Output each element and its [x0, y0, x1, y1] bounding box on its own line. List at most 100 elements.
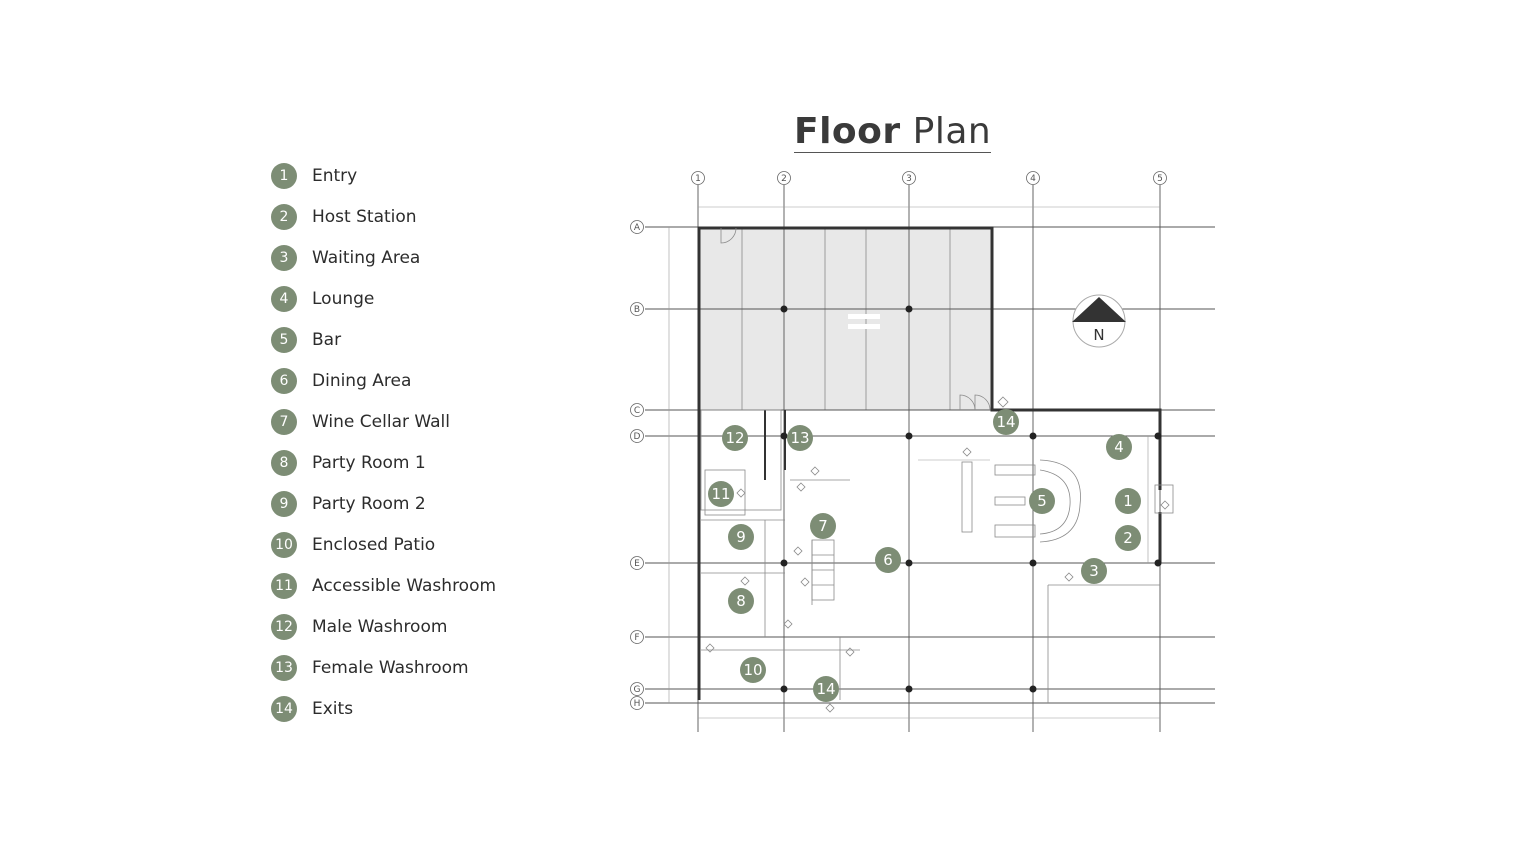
grid-bubble-h: H [630, 696, 644, 710]
svg-text:12: 12 [725, 429, 744, 447]
door-swing [974, 394, 991, 411]
legend-item: 5 Bar [271, 326, 341, 354]
grid-bubble-c: C [630, 403, 644, 417]
legend-number-badge: 14 [271, 696, 297, 722]
door-swing [720, 227, 737, 244]
structural-column [905, 305, 913, 313]
legend-number-badge: 10 [271, 532, 297, 558]
legend-number-badge: 6 [271, 368, 297, 394]
structural-column [1154, 432, 1162, 440]
svg-text:9: 9 [736, 528, 746, 546]
legend-number-badge: 9 [271, 491, 297, 517]
structural-column [905, 432, 913, 440]
svg-text:4: 4 [1114, 438, 1124, 456]
svg-text:F: F [634, 633, 639, 643]
room-marker-13: 13 [787, 425, 813, 451]
svg-text:D: D [634, 432, 641, 442]
grid-bubble-g: G [630, 682, 644, 696]
svg-text:1: 1 [1123, 492, 1133, 510]
structural-column [1029, 559, 1037, 567]
structural-column [780, 685, 788, 693]
svg-text:E: E [634, 559, 640, 569]
structural-column [905, 685, 913, 693]
legend-item: 11 Accessible Washroom [271, 572, 496, 600]
svg-text:14: 14 [816, 680, 835, 698]
north-label: N [1093, 326, 1104, 344]
legend-item: 4 Lounge [271, 285, 374, 313]
legend-number-badge: 7 [271, 409, 297, 435]
room-marker-14: 14 [813, 676, 839, 702]
svg-text:2: 2 [781, 174, 787, 184]
legend-label: Lounge [312, 289, 375, 309]
room-marker-5: 5 [1029, 488, 1055, 514]
legend-number-badge: 1 [271, 163, 297, 189]
room-marker-6: 6 [875, 547, 901, 573]
svg-text:A: A [634, 223, 641, 233]
room-marker-3: 3 [1081, 558, 1107, 584]
room-marker-4: 4 [1106, 434, 1132, 460]
shaded-area-hatch [741, 228, 951, 410]
svg-text:G: G [634, 685, 641, 695]
legend-label: Wine Cellar Wall [312, 412, 450, 432]
legend-label: Bar [312, 330, 342, 350]
bar-counter [961, 459, 1081, 543]
svg-text:14: 14 [996, 413, 1015, 431]
legend-label: Enclosed Patio [312, 535, 436, 555]
grid-bubble-2: 2 [777, 171, 791, 185]
svg-text:6: 6 [883, 551, 893, 569]
structural-column [780, 559, 788, 567]
legend-label: Entry [312, 166, 358, 186]
shaded-building-area [699, 228, 992, 410]
legend-label: Waiting Area [312, 248, 421, 268]
exterior-wall [697, 226, 1162, 700]
structural-column [905, 559, 913, 567]
title-light: Plan [912, 111, 992, 152]
legend-item: 14 Exits [271, 695, 353, 723]
legend-item: 9 Party Room 2 [271, 490, 426, 518]
stair-mark [848, 324, 880, 329]
legend-number-badge: 12 [271, 614, 297, 640]
legend-number-badge: 4 [271, 286, 297, 312]
svg-text:11: 11 [711, 485, 730, 503]
room-marker-9: 9 [728, 524, 754, 550]
structural-column [1154, 559, 1162, 567]
legend-number-badge: 8 [271, 450, 297, 476]
legend-number-badge: 13 [271, 655, 297, 681]
grid-bubble-e: E [630, 556, 644, 570]
room-marker-14: 14 [993, 409, 1019, 435]
stair-mark [848, 314, 880, 319]
structural-column [780, 432, 788, 440]
legend-number-badge: 5 [271, 327, 297, 353]
room-marker-2: 2 [1115, 525, 1141, 551]
legend-label: Dining Area [312, 371, 412, 391]
grid-bubble-d: D [630, 429, 644, 443]
grid-bubble-5: 5 [1153, 171, 1167, 185]
svg-text:5: 5 [1037, 492, 1047, 510]
grid-bubble-f: F [630, 630, 644, 644]
dimension-lines [668, 206, 1160, 719]
grid-bubble-b: B [630, 302, 644, 316]
svg-text:13: 13 [790, 429, 809, 447]
title-bold: Floor [794, 111, 901, 152]
svg-text:3: 3 [906, 174, 912, 184]
room-marker-11: 11 [708, 481, 734, 507]
svg-text:7: 7 [818, 517, 828, 535]
legend-number-badge: 11 [271, 573, 297, 599]
structural-column [780, 305, 788, 313]
grid-bubble-1: 1 [691, 171, 705, 185]
svg-text:1: 1 [695, 174, 701, 184]
legend-label: Exits [312, 699, 354, 719]
room-marker-12: 12 [722, 425, 748, 451]
legend-label: Party Room 2 [312, 494, 426, 514]
room-marker-7: 7 [810, 513, 836, 539]
legend-label: Host Station [312, 207, 417, 227]
legend-item: 10 Enclosed Patio [271, 531, 435, 559]
room-marker-8: 8 [728, 588, 754, 614]
legend-label: Accessible Washroom [312, 576, 497, 596]
north-arrow-triangle [1072, 297, 1126, 322]
